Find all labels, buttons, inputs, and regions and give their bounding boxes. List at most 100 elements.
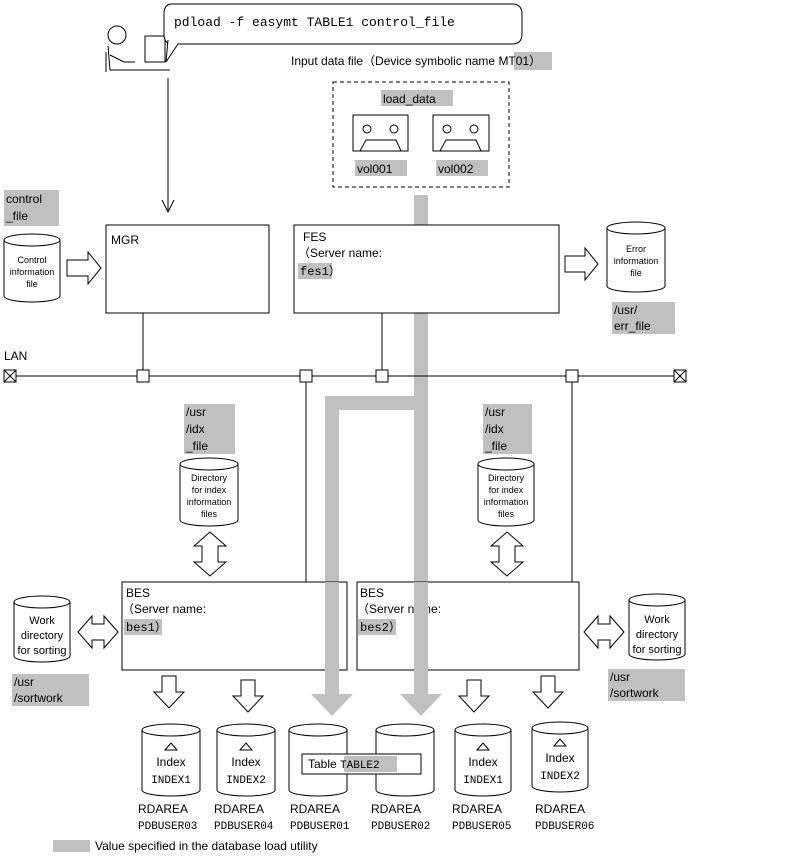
work-dir-1-bidirectional-arrow [77, 614, 119, 650]
error-file-path-2: err_file [614, 319, 651, 333]
svg-text:PDBUSER05: PDBUSER05 [452, 821, 511, 833]
load-data-highlight [381, 90, 453, 106]
lan-terminator-right-icon [673, 369, 687, 383]
svg-text:/idx: /idx [186, 422, 205, 436]
fes-server-caption: （Server name: [298, 246, 382, 260]
rdarea-cylinder-5: Index INDEX1 [454, 723, 512, 797]
svg-text:Error: Error [626, 244, 646, 254]
svg-text:PDBUSER04: PDBUSER04 [214, 821, 274, 833]
svg-text:PDBUSER01: PDBUSER01 [290, 821, 350, 833]
svg-text:/idx: /idx [485, 422, 504, 436]
fes-close: ） [329, 264, 341, 278]
svg-text:file: file [630, 268, 642, 278]
lan-terminator-left-icon [3, 369, 17, 383]
control-file-label-1: control [6, 192, 42, 206]
svg-text:RDAREA: RDAREA [138, 802, 188, 816]
load-data-label: load_data [383, 92, 436, 106]
index-dir-1-cylinder: Directory for index information files [179, 457, 239, 527]
table-prefix: Table [308, 757, 340, 771]
svg-text:INDEX2: INDEX2 [540, 771, 580, 783]
fes-to-error-arrow [564, 246, 599, 282]
mgr-box [105, 224, 270, 314]
bes-2-server-name: bes2 [360, 621, 389, 635]
svg-text:file: file [26, 279, 38, 289]
bes-1-server-name: bes1 [126, 621, 155, 635]
svg-text:information: information [10, 267, 55, 277]
bes-output-arrows [152, 675, 565, 713]
work-dir-2-cylinder: Work directory for sorting [628, 593, 686, 661]
legend-text: Value specified in the database load uti… [95, 839, 318, 853]
fes-label: FES [303, 230, 326, 244]
rdarea-cylinder-6: Index INDEX2 [531, 721, 589, 793]
svg-text:/usr: /usr [485, 405, 505, 419]
svg-text:Index: Index [231, 755, 260, 769]
svg-text:information: information [484, 497, 529, 507]
index-dir-2-cylinder: Directory for index information files [477, 457, 535, 527]
svg-text:/usr: /usr [14, 675, 34, 689]
control-file-cylinder: Control information file [3, 233, 61, 303]
index-dir-1-bidirectional-arrow [192, 531, 228, 577]
control-to-mgr-arrow [66, 250, 102, 286]
svg-text:bes1）: bes1） [126, 620, 167, 635]
svg-text:Directory: Directory [488, 473, 525, 483]
rdarea-cylinder-1: Index INDEX1 [141, 723, 201, 797]
svg-text:files: files [498, 509, 515, 519]
lan-nodes [136, 369, 579, 383]
svg-text:Work: Work [644, 614, 670, 626]
tape-volume-1-icon [352, 114, 409, 152]
svg-text:PDBUSER02: PDBUSER02 [371, 821, 430, 833]
error-file-path-1: /usr/ [614, 303, 638, 317]
svg-text:PDBUSER03: PDBUSER03 [138, 821, 197, 833]
fes-server-name: fes1 [300, 265, 329, 279]
bes-1-server-caption: （Server name: [122, 602, 206, 616]
lan-label: LAN [4, 349, 27, 363]
svg-text:RDAREA: RDAREA [371, 802, 421, 816]
svg-text:RDAREA: RDAREA [214, 802, 264, 816]
svg-text:_file: _file [185, 439, 208, 453]
fes-box [293, 224, 560, 314]
device-name: MT01 [498, 54, 529, 68]
svg-text:RDAREA: RDAREA [452, 802, 502, 816]
mgr-label: MGR [111, 233, 139, 247]
svg-text:Control: Control [17, 255, 46, 265]
svg-text:Index: Index [468, 755, 497, 769]
svg-text:Directory: Directory [191, 473, 228, 483]
svg-text:Input data file（Device symboli: Input data file（Device symbolic name MT0… [291, 54, 541, 68]
svg-text:Table TABLE2: Table TABLE2 [308, 757, 380, 772]
device-name-highlight [514, 52, 552, 70]
svg-text:files: files [201, 509, 218, 519]
svg-text:for sorting: for sorting [18, 645, 67, 657]
rdarea-cylinder-2: Index INDEX2 [216, 723, 276, 797]
work-dir-1-cylinder: Work directory for sorting [13, 595, 71, 663]
data-flow-overlay [325, 582, 428, 694]
svg-text:_file: _file [484, 439, 507, 453]
svg-text:bes2）: bes2） [360, 620, 401, 635]
legend-swatch [53, 840, 90, 852]
error-file-cylinder: Error information file [606, 221, 666, 293]
svg-text:Index: Index [545, 751, 574, 765]
svg-text:INDEX1: INDEX1 [463, 775, 503, 787]
svg-text:PDBUSER06: PDBUSER06 [535, 821, 594, 833]
index-dir-2-bidirectional-arrow [489, 531, 525, 577]
svg-text:for index: for index [192, 485, 227, 495]
volume-2-label: vol002 [438, 162, 474, 176]
bes-2-label: BES [360, 586, 384, 600]
svg-text:/usr: /usr [186, 405, 206, 419]
svg-text:/sortwork: /sortwork [14, 691, 64, 705]
svg-text:directory: directory [21, 630, 64, 642]
svg-text:INDEX1: INDEX1 [151, 775, 191, 787]
tape-volume-2-icon [432, 114, 490, 152]
svg-text:RDAREA: RDAREA [290, 802, 340, 816]
svg-text:Index: Index [156, 755, 185, 769]
svg-text:directory: directory [636, 629, 679, 641]
lan-connections [142, 313, 573, 582]
rdarea-labels: RDAREA PDBUSER03 RDAREA PDBUSER04 RDAREA… [138, 802, 594, 833]
svg-text:Work: Work [29, 615, 55, 627]
control-file-label-2: _file [5, 209, 28, 223]
input-file-caption-prefix: Input data file（Device symbolic name [291, 54, 498, 68]
table-name: TABLE2 [340, 760, 380, 772]
svg-text:RDAREA: RDAREA [535, 802, 585, 816]
svg-text:information: information [614, 256, 659, 266]
bes-2-server-caption: （Server name: [357, 602, 441, 616]
